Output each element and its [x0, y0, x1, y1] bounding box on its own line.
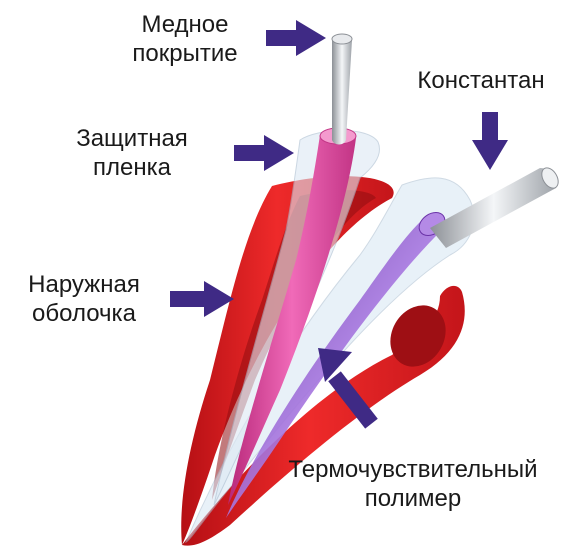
label-jacket-line1: Наружная — [4, 270, 164, 299]
label-constantan: Константан — [396, 66, 566, 95]
label-polymer-line1: Термочувствительный — [258, 455, 568, 484]
label-protective-film: Защитная пленка — [52, 124, 212, 182]
label-jacket-line2: оболочка — [4, 299, 164, 328]
label-film-line1: Защитная — [52, 124, 212, 153]
arrow-copper — [266, 20, 326, 56]
label-copper-line1: Медное — [110, 10, 260, 39]
arrow-constantan — [472, 112, 508, 170]
label-outer-jacket: Наружная оболочка — [4, 270, 164, 328]
label-copper-line2: покрытие — [110, 39, 260, 68]
label-copper-coating: Медное покрытие — [110, 10, 260, 68]
label-constantan-line1: Константан — [396, 66, 566, 95]
copper-conductor-tip — [332, 34, 352, 44]
label-polymer-line2: полимер — [258, 484, 568, 513]
copper-conductor — [332, 36, 352, 145]
arrow-jacket — [170, 281, 234, 317]
label-film-line2: пленка — [52, 153, 212, 182]
label-thermosensitive-polymer: Термочувствительный полимер — [258, 455, 568, 513]
arrow-film — [234, 135, 294, 171]
